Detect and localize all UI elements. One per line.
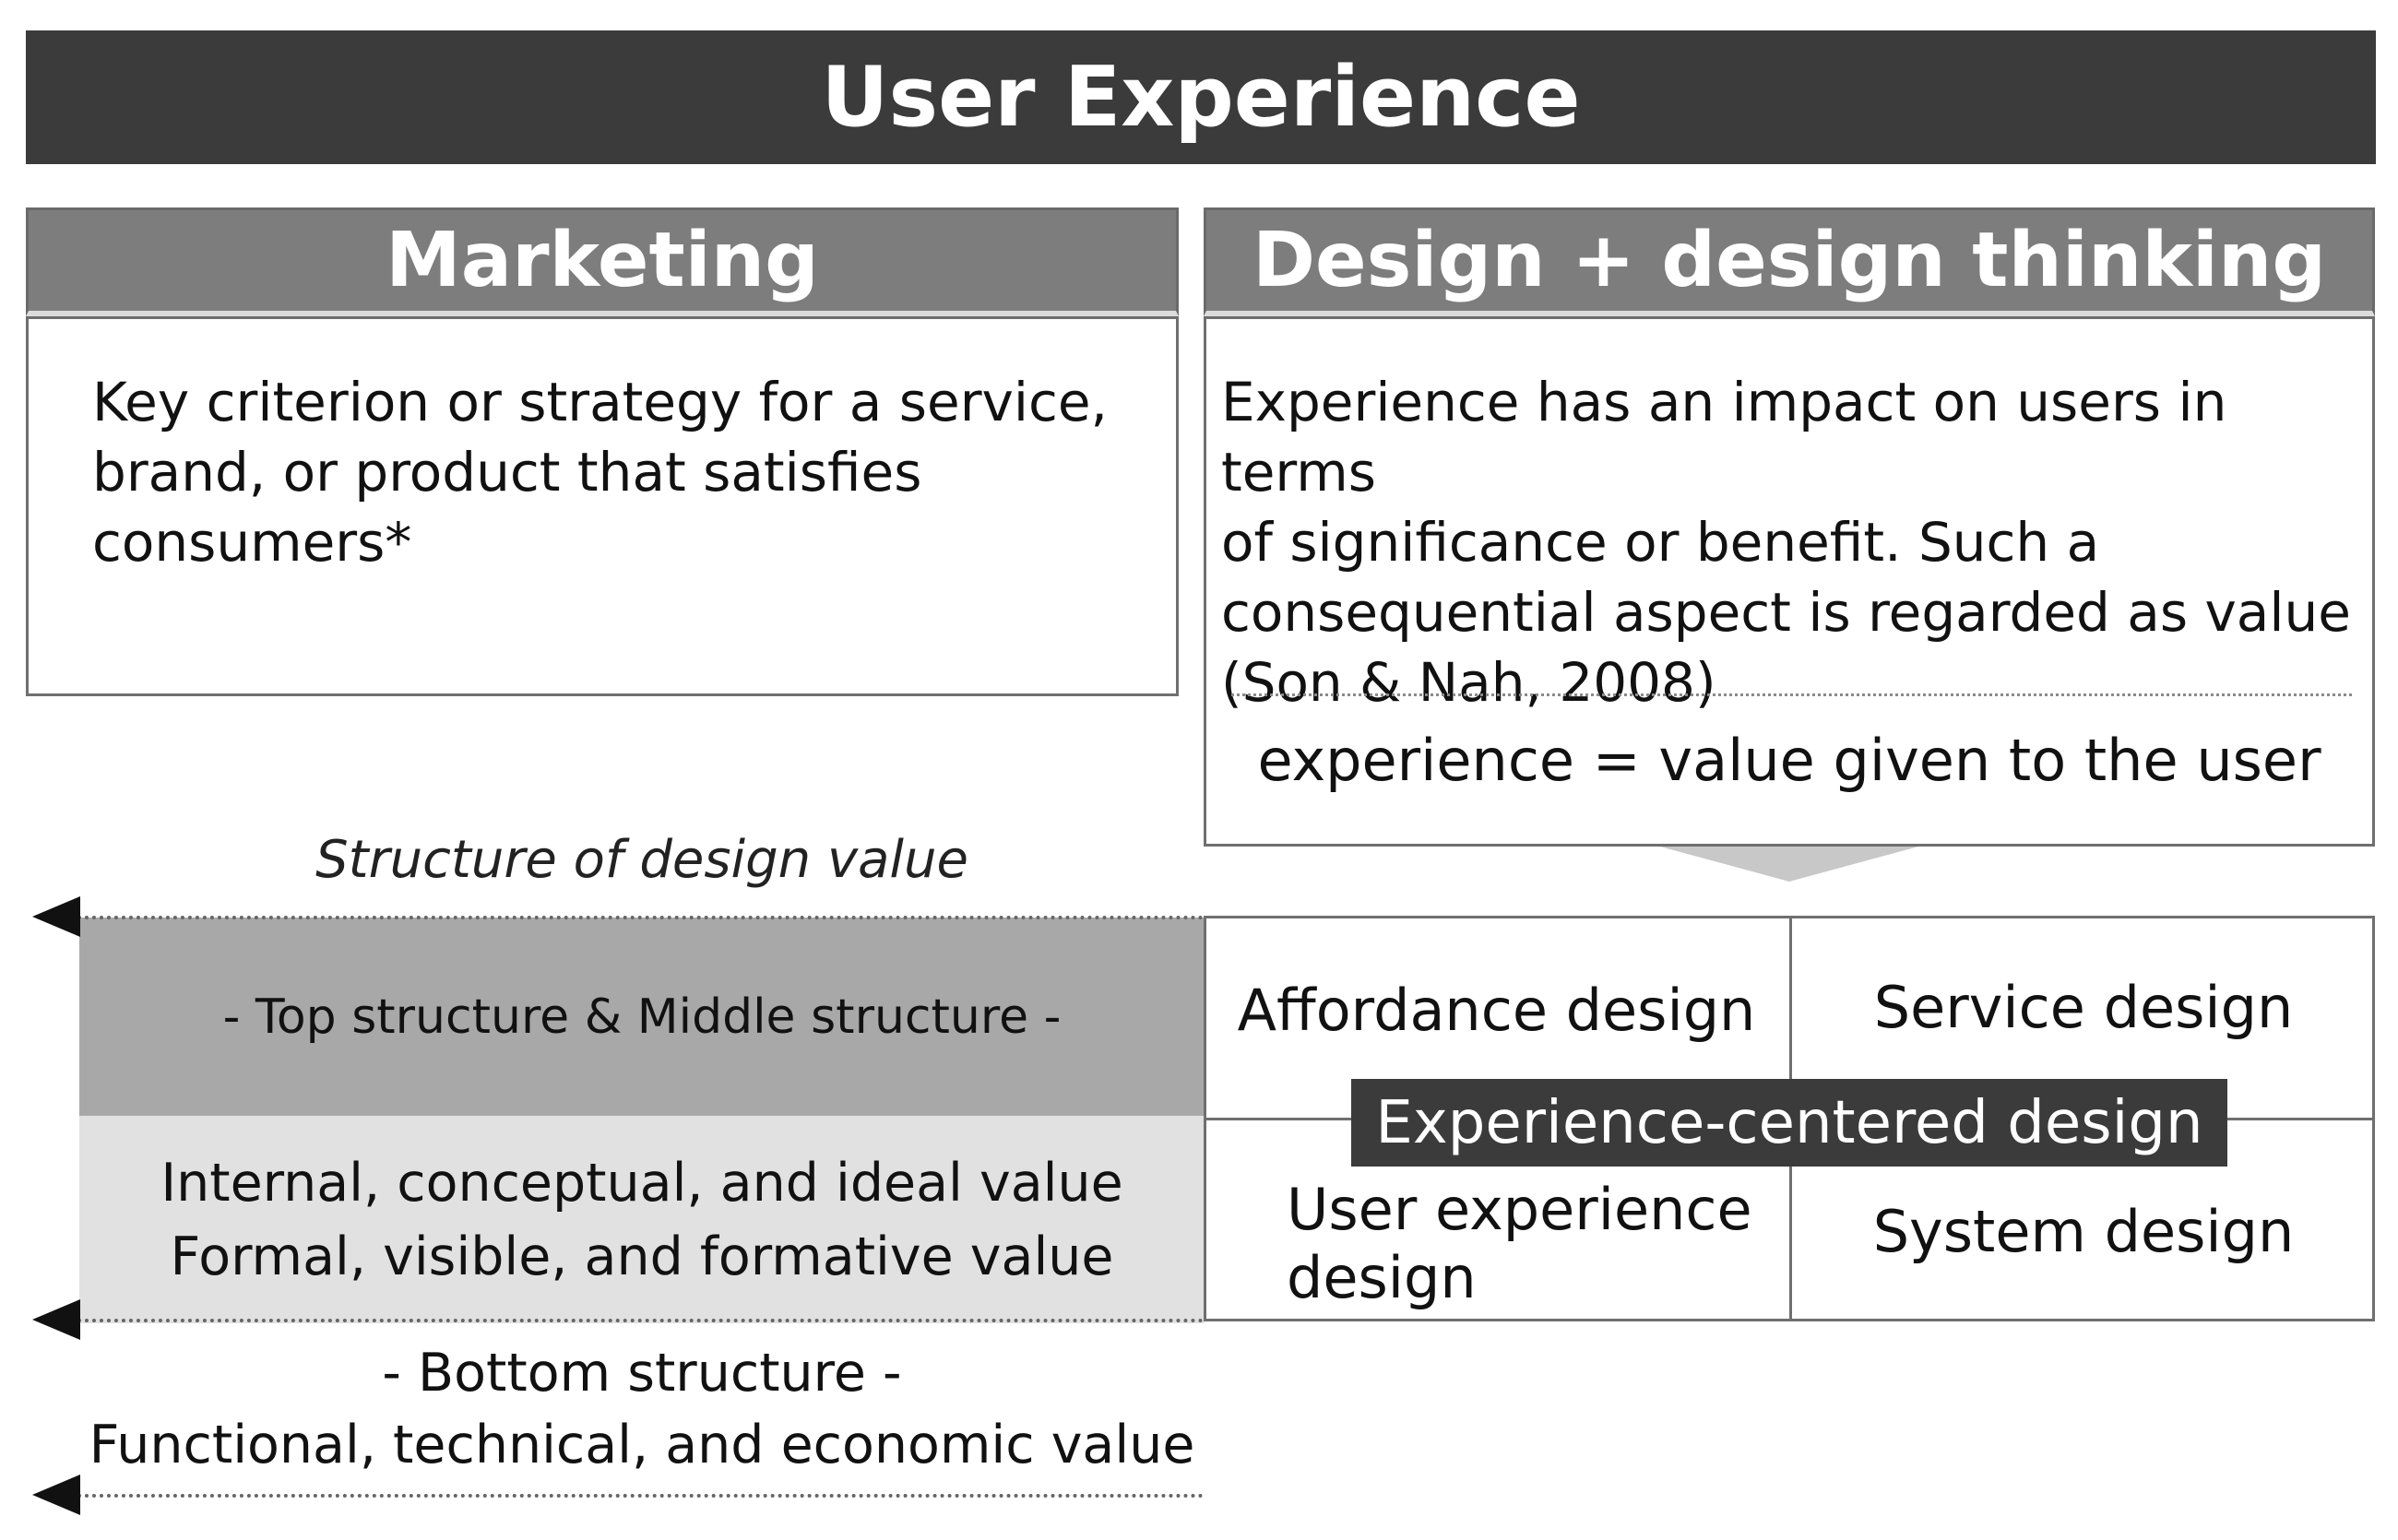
diagram-title: User Experience <box>821 49 1581 146</box>
design-description: Experience has an impact on users in ter… <box>1221 367 2365 717</box>
value-line: Formal, visible, and formative value <box>170 1226 1114 1287</box>
title-bar: User Experience <box>26 30 2376 164</box>
grid-cell-service: Service design <box>1792 931 2375 1084</box>
design-header-label: Design + design thinking <box>1252 217 2327 304</box>
design-line: Experience has an impact on users in ter… <box>1221 371 2227 503</box>
user-experience-design-line: User experience <box>1287 1176 1752 1243</box>
center-label-text: Experience-centered design <box>1375 1088 2203 1157</box>
bottom-structure-value: Functional, technical, and economic valu… <box>89 1415 1195 1475</box>
grid-cell-system: System design <box>1792 1162 2375 1300</box>
user-experience-design-line: design <box>1287 1244 1477 1311</box>
marketing-line: brand, or product that satisfies <box>92 441 922 503</box>
design-line: of significance or benefit. Such a <box>1221 511 2100 574</box>
design-box <box>1204 316 2375 847</box>
middle-arrow-line <box>55 1319 1204 1322</box>
design-equation: experience = value given to the user <box>1257 727 2321 794</box>
top-middle-values: Internal, conceptual, and ideal value Fo… <box>79 1116 1205 1323</box>
affordance-design-label: Affordance design <box>1237 976 1756 1044</box>
design-header: Design + design thinking <box>1204 207 2375 316</box>
service-design-label: Service design <box>1873 974 2294 1041</box>
top-middle-label: - Top structure & Middle structure - <box>222 989 1062 1045</box>
marketing-line: consumers* <box>92 511 412 574</box>
design-separator <box>1231 693 2352 696</box>
marketing-line: Key criterion or strategy for a service, <box>92 371 1108 433</box>
grid-cell-affordance: Affordance design <box>1204 931 1789 1088</box>
design-line: consequential aspect is regarded as valu… <box>1221 581 2351 644</box>
design-line: (Son & Nah, 2008) <box>1221 651 1716 714</box>
marketing-header: Marketing <box>26 207 1179 316</box>
left-arrow-icon <box>32 1299 80 1340</box>
marketing-description: Key criterion or strategy for a service,… <box>92 367 1153 577</box>
bottom-structure: - Bottom structure - Functional, technic… <box>79 1337 1205 1481</box>
grid-cell-user-experience: User experience design <box>1287 1176 1785 1312</box>
left-arrow-icon <box>32 896 80 937</box>
marketing-box <box>26 316 1179 696</box>
structure-caption: Structure of design value <box>315 830 968 890</box>
left-arrow-icon <box>32 1475 80 1515</box>
down-connector-icon <box>1660 847 1918 882</box>
marketing-header-label: Marketing <box>386 217 819 304</box>
top-middle-band: - Top structure & Middle structure - <box>79 918 1205 1116</box>
value-line: Internal, conceptual, and ideal value <box>160 1152 1123 1214</box>
bottom-arrow-line <box>55 1494 1204 1498</box>
top-arrow-line <box>55 916 1204 919</box>
system-design-label: System design <box>1872 1197 2295 1265</box>
bottom-structure-label: - Bottom structure - <box>382 1343 902 1404</box>
experience-centered-design-label: Experience-centered design <box>1351 1079 2227 1167</box>
